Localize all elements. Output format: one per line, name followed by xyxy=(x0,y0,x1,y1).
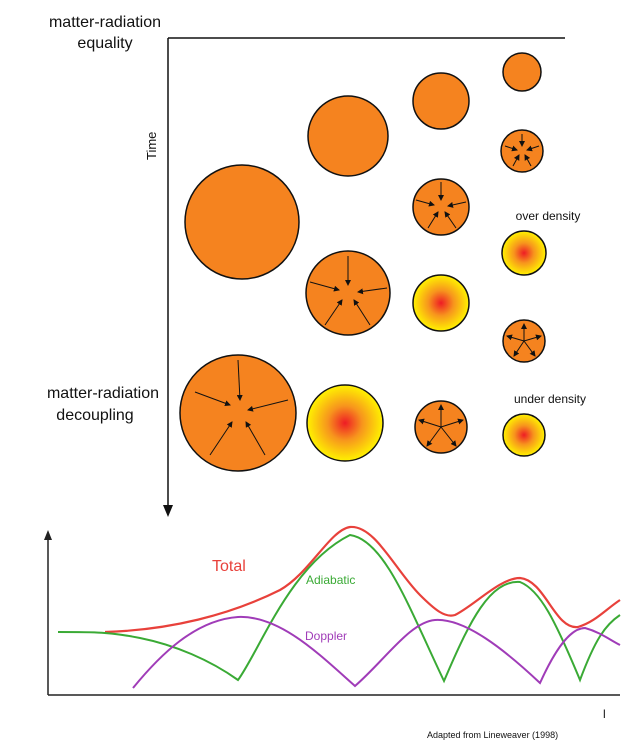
small-blob-arrows-2 xyxy=(414,400,468,454)
adiabatic-label: Adiabatic xyxy=(306,573,355,587)
equality-label-line2: equality xyxy=(77,35,132,52)
under-density-label: under density xyxy=(514,392,586,406)
tiny-blob-arrows-1 xyxy=(500,129,544,173)
medium-blob-gradient xyxy=(306,384,384,462)
doppler-label: Doppler xyxy=(305,629,347,643)
big-blob-top xyxy=(184,164,300,280)
under-density-blob xyxy=(502,413,546,457)
over-density-label: over density xyxy=(516,209,581,223)
decoupling-label-line1: matter-radiation xyxy=(47,385,159,402)
credit-text: Adapted from Lineweaver (1998) xyxy=(427,730,558,740)
tiny-blob-arrows-2 xyxy=(502,319,546,363)
small-blob-arrows-1 xyxy=(412,178,470,236)
medium-blob-arrows xyxy=(305,250,391,336)
x-axis-tick-l: l xyxy=(603,707,606,721)
small-blob-top xyxy=(412,72,470,130)
time-axis-arrowhead xyxy=(163,505,173,517)
small-blob-gradient xyxy=(412,274,470,332)
total-curve xyxy=(104,525,621,634)
plot-y-axis-arrowhead xyxy=(44,530,52,540)
adiabatic-curve xyxy=(57,533,621,684)
decoupling-label-line2: decoupling xyxy=(56,407,133,424)
total-label: Total xyxy=(212,558,246,575)
tiny-blob-top xyxy=(502,52,542,92)
big-blob-bottom xyxy=(179,354,297,472)
over-density-blob xyxy=(501,230,547,276)
medium-blob-top xyxy=(307,95,389,177)
doppler-curve xyxy=(132,615,621,689)
equality-label-line1: matter-radiation xyxy=(49,14,161,31)
time-label: Time xyxy=(144,132,159,160)
